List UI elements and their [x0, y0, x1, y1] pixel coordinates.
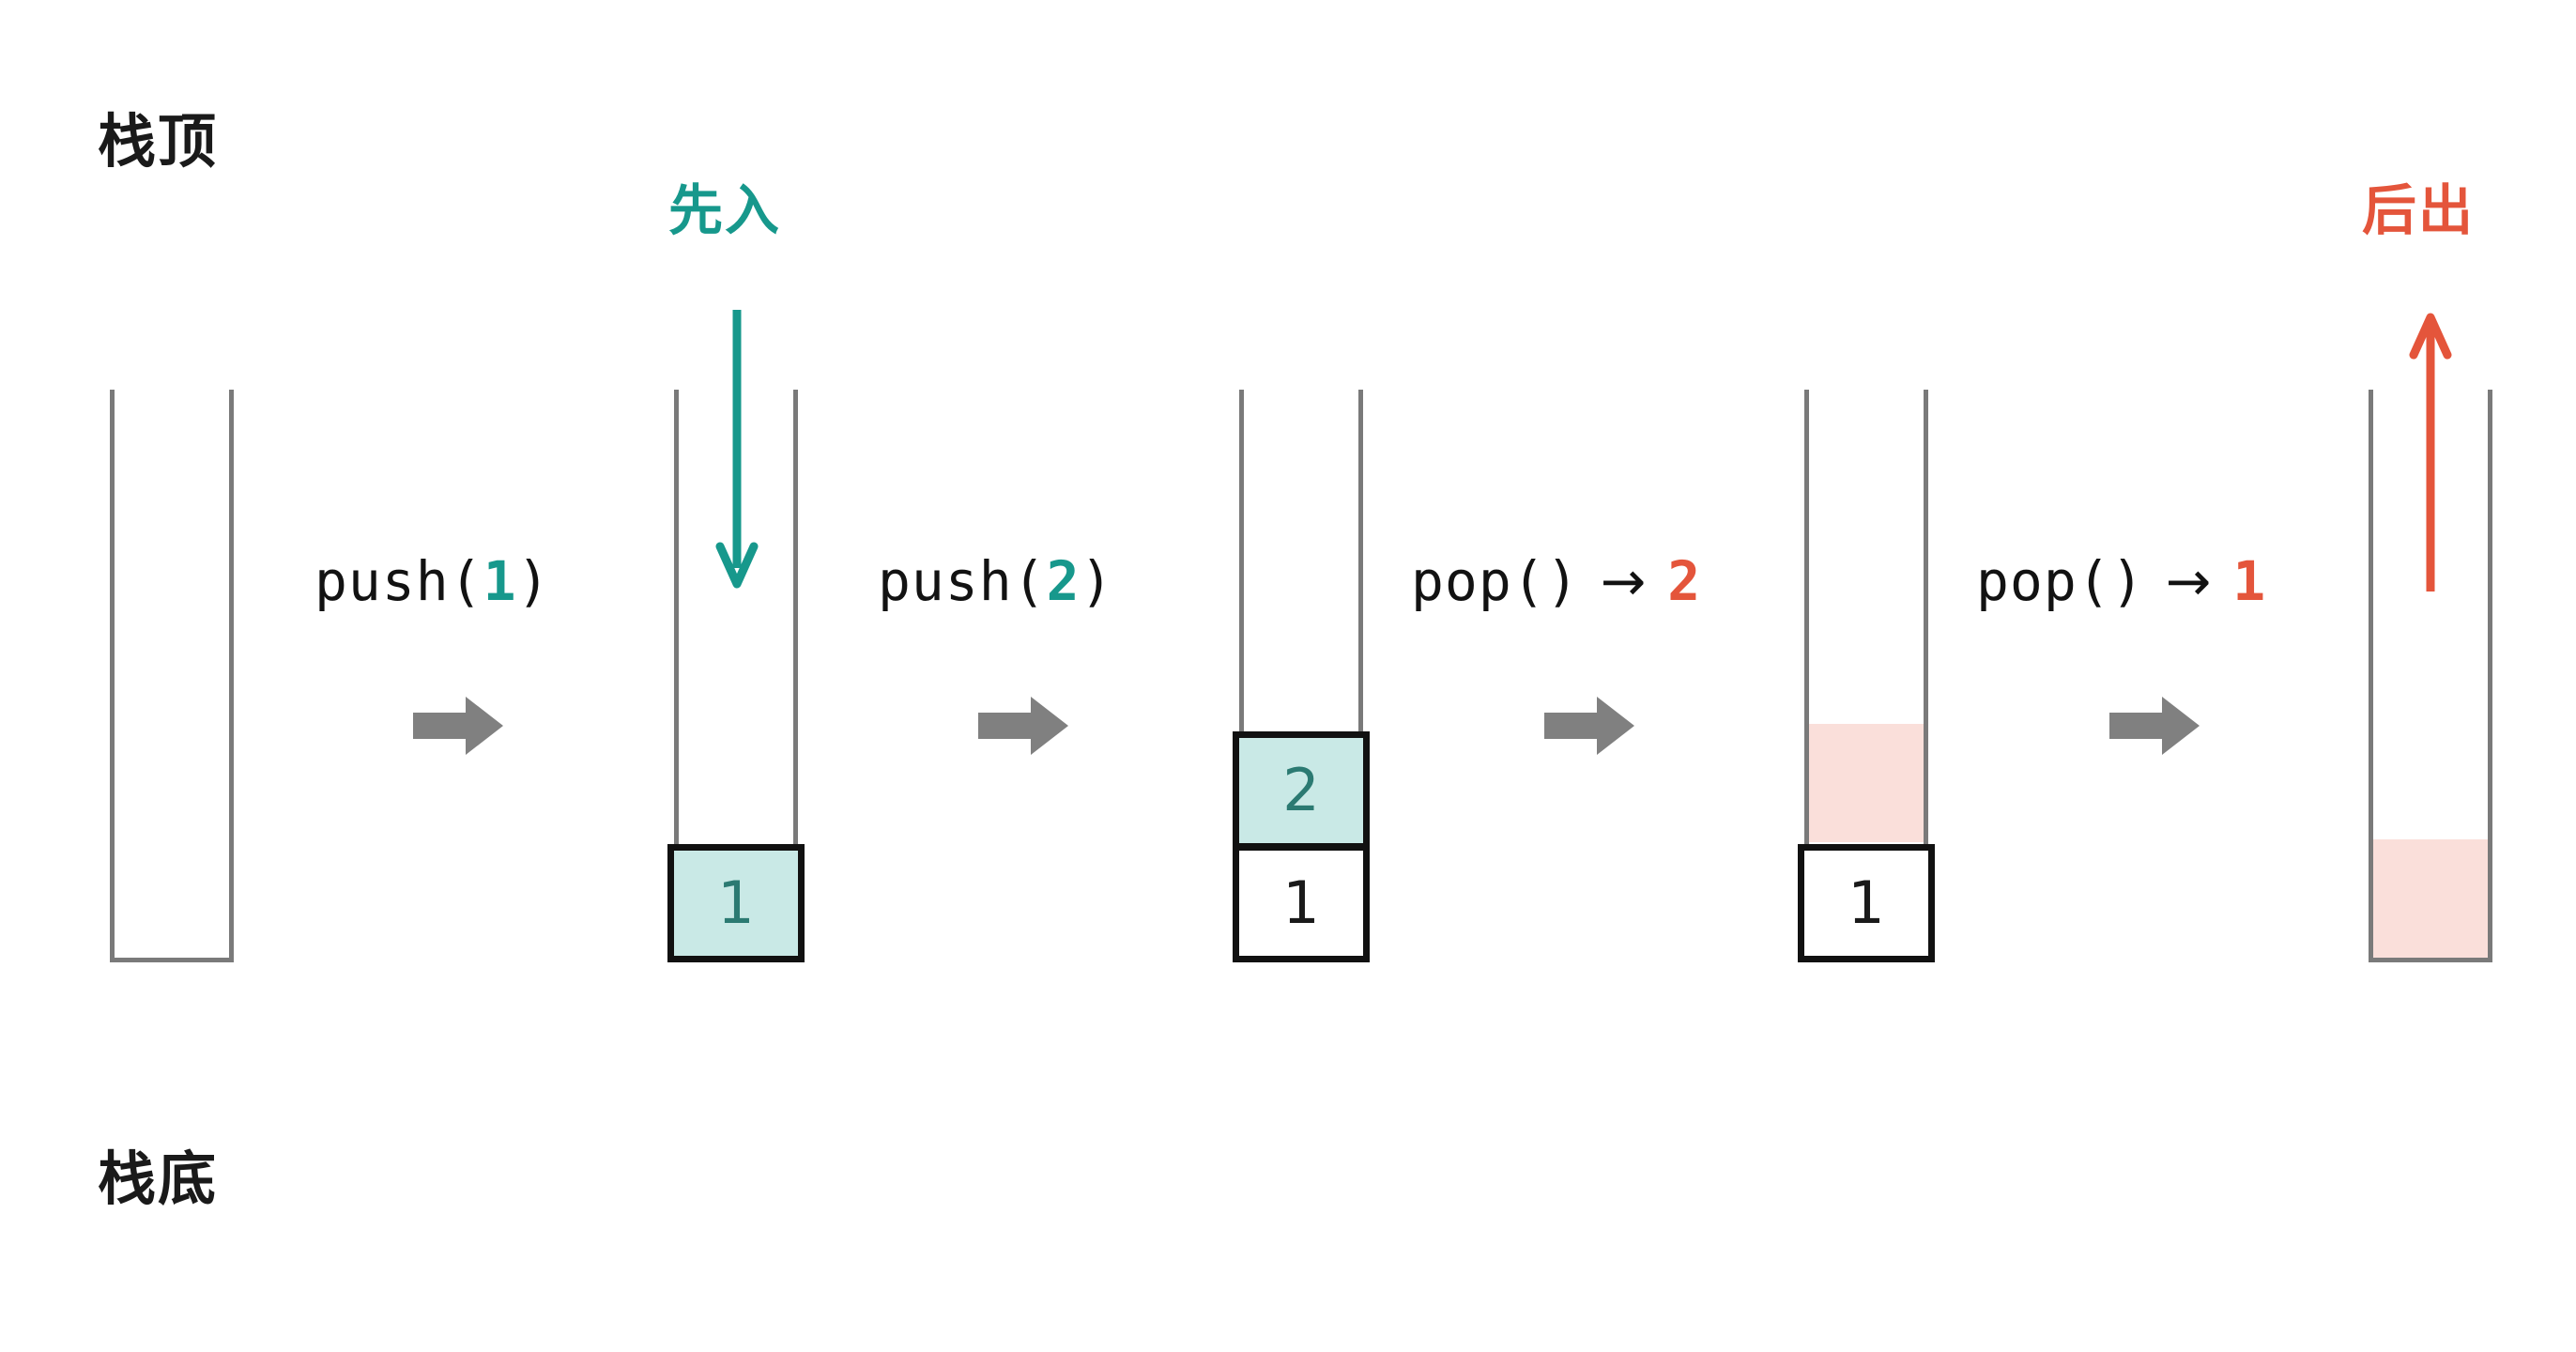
- last-out-label: 后出: [2362, 178, 2476, 242]
- stack-tube-after-pop2: [1804, 390, 1928, 962]
- operation-push-2: push(2): [878, 554, 1113, 608]
- operation-pop-1: pop()→1: [1976, 554, 2266, 608]
- operation-close-text: ): [1080, 549, 1114, 613]
- transition-arrow-icon: [978, 697, 1068, 755]
- popped-slot-highlight: [2373, 839, 2488, 958]
- operation-call-text: pop(): [1411, 549, 1580, 613]
- stack-cell: 1: [1798, 844, 1935, 962]
- first-in-label: 先入: [668, 178, 782, 242]
- transition-arrow-icon: [1544, 697, 1634, 755]
- stack-top-label: 栈顶: [98, 107, 219, 176]
- operation-pop-2: pop()→2: [1411, 554, 1701, 608]
- stack-cell: 1: [1233, 844, 1370, 962]
- stack-tube-empty: [110, 390, 234, 962]
- operation-call-text: push(: [314, 549, 483, 613]
- operation-call-text: push(: [878, 549, 1047, 613]
- result-arrow-icon: →: [2165, 549, 2213, 613]
- operation-call-text: pop(): [1976, 549, 2145, 613]
- first-in-arrow-icon: [715, 310, 759, 589]
- operation-value-text: 2: [1046, 549, 1081, 613]
- stack-tube-after-pop1: [2369, 390, 2492, 962]
- popped-slot-highlight: [1809, 724, 1924, 842]
- last-out-arrow-icon: [2409, 313, 2452, 592]
- stack-bottom-label: 栈底: [98, 1145, 219, 1213]
- operation-value-text: 1: [483, 549, 517, 613]
- stack-cell: 1: [667, 844, 805, 962]
- operation-result-text: 2: [1667, 549, 1702, 613]
- operation-close-text: ): [516, 549, 551, 613]
- result-arrow-icon: →: [1600, 549, 1648, 613]
- stack-cell: 2: [1233, 731, 1370, 850]
- operation-push-1: push(1): [314, 554, 550, 608]
- transition-arrow-icon: [413, 697, 503, 755]
- transition-arrow-icon: [2109, 697, 2200, 755]
- operation-result-text: 1: [2232, 549, 2267, 613]
